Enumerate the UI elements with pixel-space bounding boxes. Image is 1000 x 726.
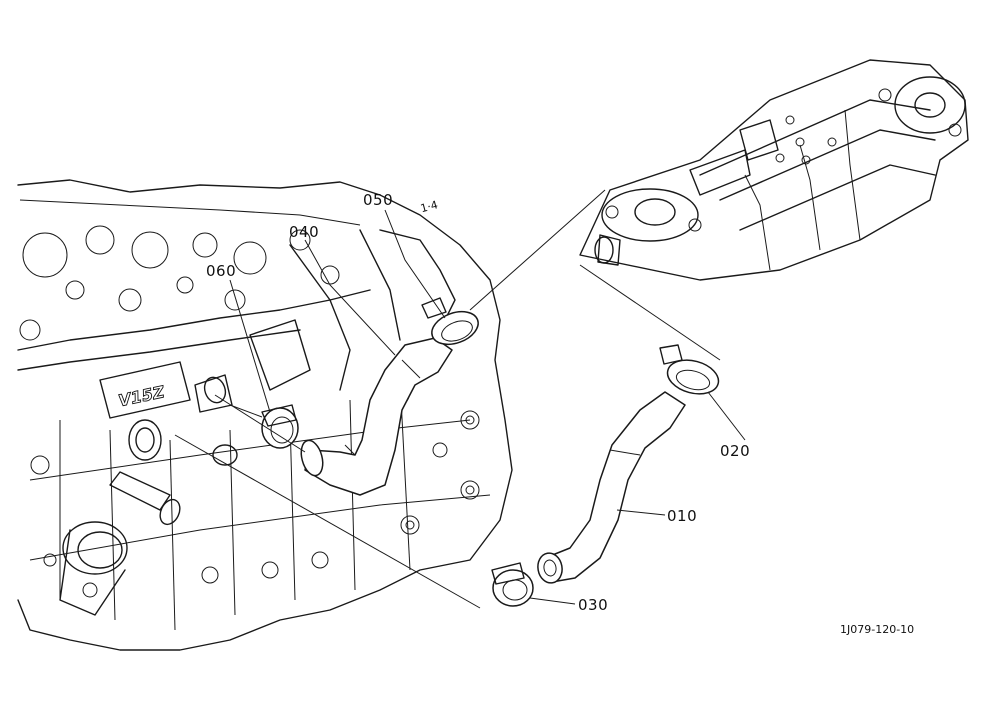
callout-020: 020 xyxy=(720,442,750,460)
callout-060: 060 xyxy=(206,262,236,280)
hose-clamp-060 xyxy=(261,404,299,449)
callout-030: 030 xyxy=(578,596,608,614)
water-hose-040 xyxy=(300,337,453,496)
callout-leaders xyxy=(229,209,746,605)
hose-clamp-050 xyxy=(421,297,479,346)
water-hose-010 xyxy=(537,391,686,584)
hose-clamp-030 xyxy=(491,562,534,607)
callout-050: 050 xyxy=(363,191,393,209)
drawing-number: 1J079-120-10 xyxy=(840,623,914,636)
engine-block: V15Z 1·4 xyxy=(17,179,513,651)
egr-cooler-assembly xyxy=(579,59,969,281)
engine-model-mark: V15Z xyxy=(117,382,167,410)
callout-010: 010 xyxy=(667,507,697,525)
assembly-lines xyxy=(174,189,721,609)
callout-040: 040 xyxy=(289,223,319,241)
engine-head-mark: 1·4 xyxy=(419,198,439,215)
hose-clamp-020 xyxy=(659,344,720,395)
